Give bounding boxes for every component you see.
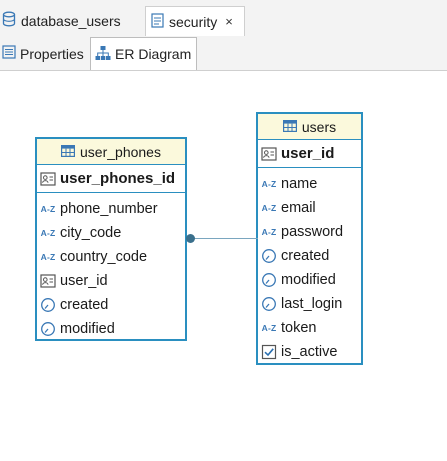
tab-properties[interactable]: Properties: [0, 37, 90, 70]
id-type-icon: [40, 171, 56, 187]
column-name: city_code: [60, 225, 122, 241]
entity-name: users: [301, 118, 337, 135]
column-row[interactable]: A-Z email: [258, 196, 361, 220]
column-row[interactable]: A-Z password: [258, 220, 361, 244]
column-name: created: [281, 248, 330, 264]
close-icon[interactable]: ×: [225, 14, 233, 29]
string-type-icon: A-Z: [261, 227, 277, 237]
column-row[interactable]: A-Z phone_number: [37, 197, 185, 221]
editor-sub-tab-bar: Properties ER Diagram: [0, 36, 447, 71]
column-name: country_code: [60, 249, 148, 265]
datetime-type-icon: [40, 297, 56, 313]
database-icon: [2, 11, 16, 30]
table-icon: [282, 119, 297, 135]
entity-user-phones[interactable]: user_phones user_phones_id A-Z phone_num…: [35, 137, 187, 341]
relationship-endpoint-icon[interactable]: [186, 234, 195, 243]
tab-er-diagram[interactable]: ER Diagram: [90, 37, 197, 70]
string-type-icon: A-Z: [40, 252, 56, 262]
tab-label: database_users: [21, 12, 121, 29]
column-name: token: [281, 320, 317, 336]
column-name: user_id: [60, 273, 108, 289]
column-row[interactable]: modified: [37, 317, 185, 341]
string-type-icon: A-Z: [261, 179, 277, 189]
relationship-line[interactable]: [190, 238, 258, 239]
tab-label: Properties: [20, 45, 84, 62]
datetime-type-icon: [261, 272, 277, 288]
table-icon: [61, 144, 76, 160]
checkbox-type-icon: [261, 344, 277, 360]
er-diagram-icon: [95, 45, 111, 64]
datetime-type-icon: [261, 248, 277, 264]
column-name: name: [281, 176, 318, 192]
string-type-icon: A-Z: [40, 228, 56, 238]
id-type-icon: [40, 273, 56, 289]
entity-header: users: [258, 114, 361, 140]
primary-key-column[interactable]: user_phones_id: [37, 165, 185, 193]
column-name: is_active: [281, 344, 338, 360]
column-name: email: [281, 200, 316, 216]
column-name: user_phones_id: [60, 170, 176, 187]
column-row[interactable]: modified: [258, 268, 361, 292]
string-type-icon: A-Z: [40, 204, 56, 214]
datetime-type-icon: [261, 296, 277, 312]
properties-icon: [2, 45, 16, 62]
column-row[interactable]: last_login: [258, 292, 361, 316]
entity-header: user_phones: [37, 139, 185, 165]
primary-key-column[interactable]: user_id: [258, 140, 361, 168]
entity-users[interactable]: users user_id A-Z name A-Z email A-Z pas…: [256, 112, 363, 365]
column-row[interactable]: A-Z token: [258, 316, 361, 340]
column-name: password: [281, 224, 344, 240]
column-name: last_login: [281, 296, 343, 312]
document-icon: [151, 12, 164, 31]
column-row[interactable]: created: [258, 244, 361, 268]
tab-security[interactable]: security ×: [145, 6, 245, 36]
column-row[interactable]: A-Z country_code: [37, 245, 185, 269]
editor-tab-bar: database_users security ×: [0, 0, 447, 37]
column-list: A-Z name A-Z email A-Z password created …: [258, 168, 361, 364]
column-name: created: [60, 297, 109, 313]
column-row[interactable]: user_id: [37, 269, 185, 293]
column-row[interactable]: created: [37, 293, 185, 317]
tab-label: security: [169, 13, 218, 30]
entity-name: user_phones: [80, 143, 161, 160]
id-type-icon: [261, 146, 277, 162]
string-type-icon: A-Z: [261, 203, 277, 213]
column-row[interactable]: is_active: [258, 340, 361, 364]
column-name: modified: [60, 321, 115, 337]
column-name: user_id: [281, 145, 335, 162]
column-name: modified: [281, 272, 336, 288]
column-row[interactable]: A-Z name: [258, 172, 361, 196]
column-name: phone_number: [60, 201, 158, 217]
column-row[interactable]: A-Z city_code: [37, 221, 185, 245]
tab-database-users[interactable]: database_users: [0, 6, 142, 35]
tab-label: ER Diagram: [115, 46, 192, 62]
string-type-icon: A-Z: [261, 323, 277, 333]
column-list: A-Z phone_number A-Z city_code A-Z count…: [37, 193, 185, 341]
datetime-type-icon: [40, 321, 56, 337]
